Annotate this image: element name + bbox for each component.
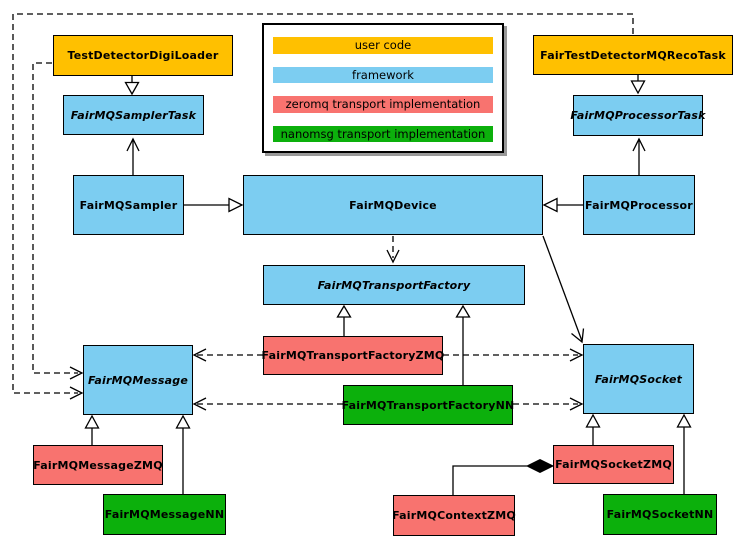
node-fair-mq-message-nn: FairMQMessageNN (103, 494, 226, 535)
node-fair-mq-message-zmq: FairMQMessageZMQ (33, 445, 163, 485)
arrow-into-message-right-upper (192, 348, 207, 362)
triangle-into-factory-right (455, 304, 471, 318)
arrow-into-socket-top (571, 328, 585, 344)
triangle-into-message-left (84, 414, 100, 429)
arrow-into-message-right-lower (192, 397, 207, 411)
arrow-into-socket-left-lower (569, 397, 584, 411)
triangle-into-message-right (175, 414, 191, 429)
legend-item-user-code: user code (273, 37, 493, 54)
node-fair-mq-transport-factory-zmq: FairMQTransportFactoryZMQ (262, 336, 444, 375)
triangle-into-device-left (228, 197, 244, 213)
node-fair-test-detector-mq-reco-task: FairTestDetectorMQRecoTask (533, 35, 733, 75)
edge-contextzmq-socketzmq (452, 465, 527, 495)
node-fair-mq-transport-factory: FairMQTransportFactory (263, 265, 525, 305)
arrow-into-message-left-lower (69, 386, 84, 400)
legend-item-zeromq: zeromq transport implementation (273, 96, 493, 113)
triangle-into-samplertask (124, 81, 140, 96)
node-fair-mq-sampler-task: FairMQSamplerTask (63, 95, 204, 135)
legend: user code framework zeromq transport imp… (262, 23, 504, 153)
triangle-into-socket-left (585, 413, 601, 428)
edge-device-socket (542, 235, 583, 342)
node-fair-mq-sampler: FairMQSampler (73, 175, 184, 235)
triangle-into-device-right (542, 197, 558, 213)
node-test-detector-digi-loader: TestDetectorDigiLoader (53, 35, 233, 76)
node-fair-mq-context-zmq: FairMQContextZMQ (392, 495, 516, 536)
arrow-into-message-left-upper (69, 366, 84, 380)
triangle-into-socket-right (676, 413, 692, 428)
node-fair-mq-socket-zmq: FairMQSocketZMQ (553, 445, 674, 484)
arrow-into-samplertask-bottom (126, 137, 140, 152)
triangle-into-processortask (630, 80, 646, 95)
node-fair-mq-processor-task: FairMQProcessorTask (570, 95, 705, 136)
node-fair-mq-device: FairMQDevice (243, 175, 543, 235)
arrow-into-processortask-bottom (632, 137, 646, 152)
node-fair-mq-transport-factory-nn: FairMQTransportFactoryNN (342, 385, 514, 425)
triangle-into-factory-left (336, 304, 352, 318)
node-fair-mq-processor: FairMQProcessor (583, 175, 695, 235)
composition-diamond (525, 458, 555, 474)
node-fair-mq-socket-nn: FairMQSocketNN (603, 494, 717, 535)
node-fair-mq-message: FairMQMessage (83, 345, 193, 415)
legend-item-framework: framework (273, 66, 493, 83)
legend-item-nanomsg: nanomsg transport implementation (273, 125, 493, 142)
arrow-into-factory-top (386, 249, 400, 264)
node-fair-mq-socket: FairMQSocket (583, 344, 694, 414)
arrow-into-socket-left-upper (569, 348, 584, 362)
